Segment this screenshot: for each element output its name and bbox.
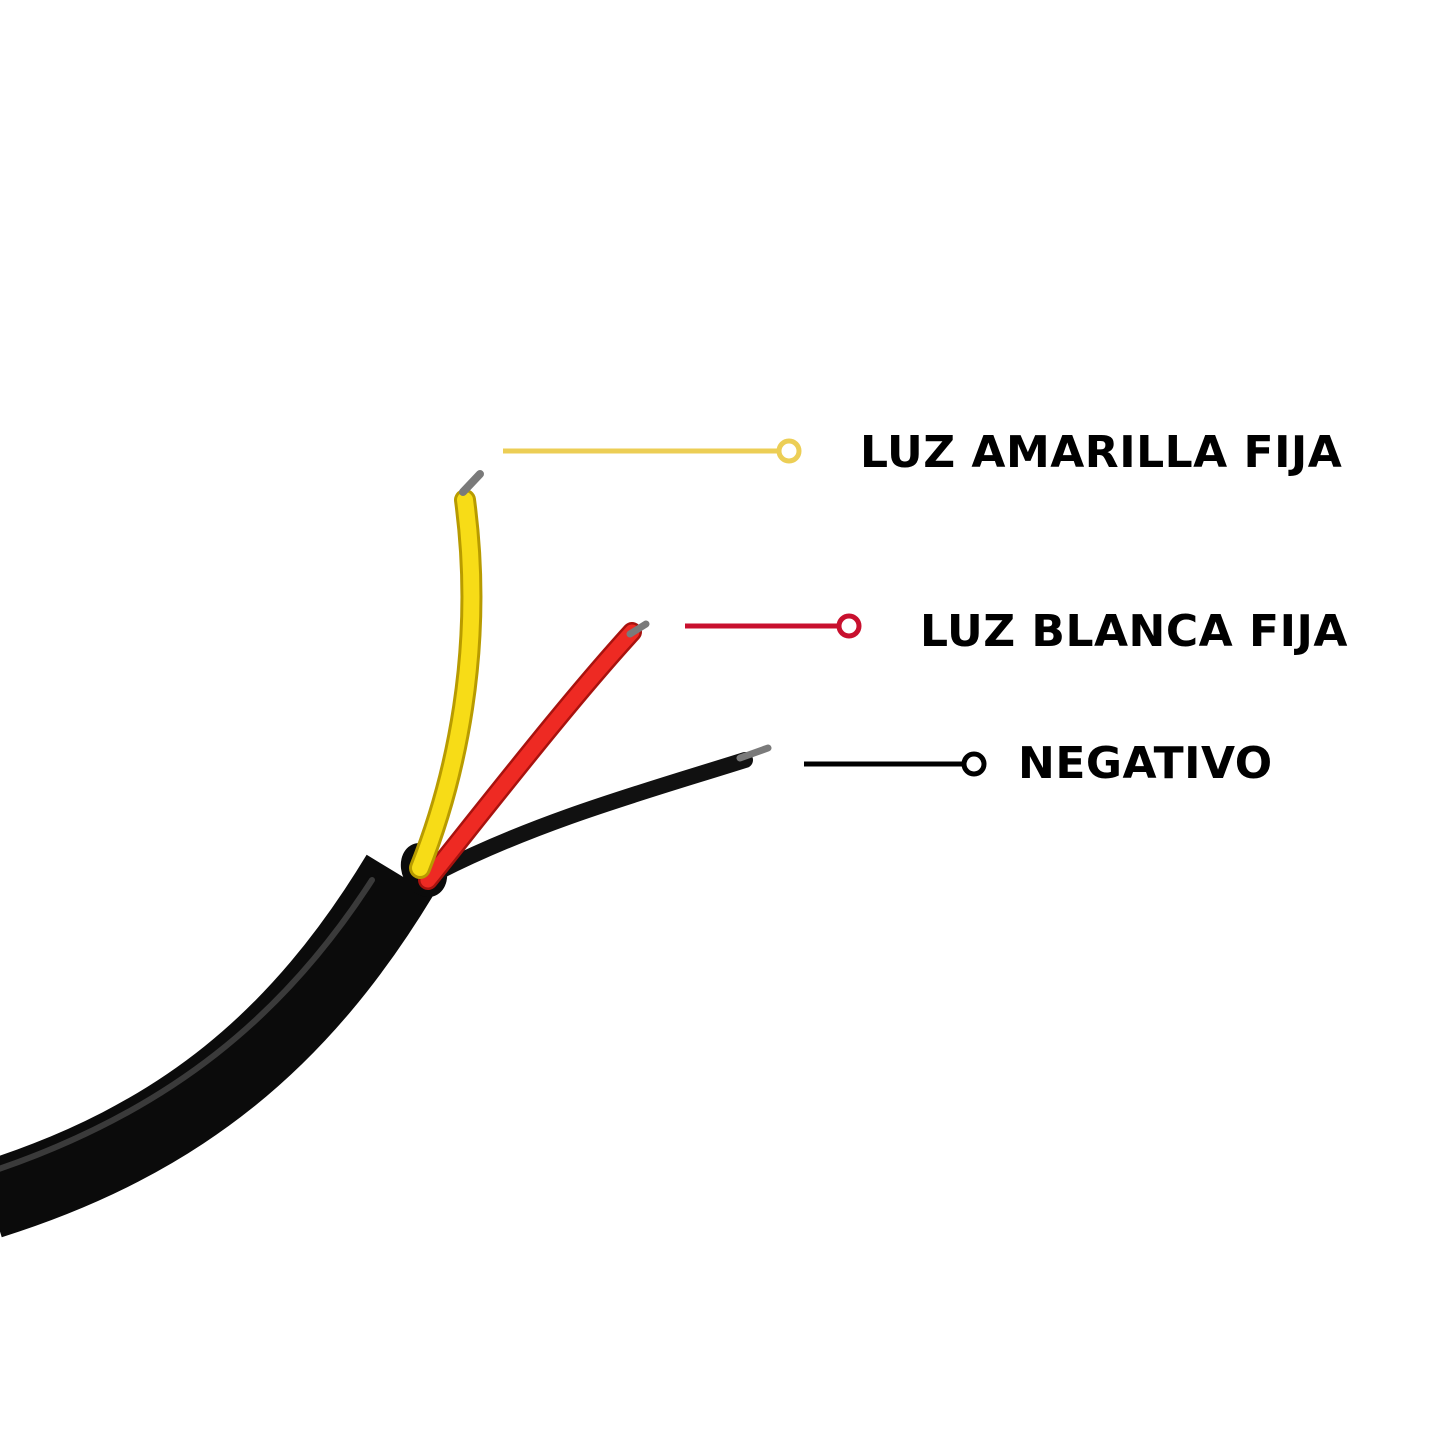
label-luz-amarilla-fija: LUZ AMARILLA FIJA	[860, 427, 1343, 478]
cable-jacket-highlight	[0, 877, 375, 1172]
cable-jacket	[0, 854, 434, 1238]
leader-dot-yellow	[776, 438, 802, 464]
yellow-wire-tip	[459, 470, 484, 496]
yellow-wire-core	[412, 492, 480, 876]
label-luz-blanca-fija: LUZ BLANCA FIJA	[920, 606, 1348, 657]
leader-dot-red	[836, 613, 862, 639]
red-wire-tip	[626, 620, 650, 638]
black-wire-tip	[736, 744, 772, 762]
red-wire-core	[420, 624, 640, 888]
label-negativo: NEGATIVO	[1018, 738, 1273, 789]
black-wire	[430, 752, 753, 880]
leader-dot-black	[961, 751, 987, 777]
